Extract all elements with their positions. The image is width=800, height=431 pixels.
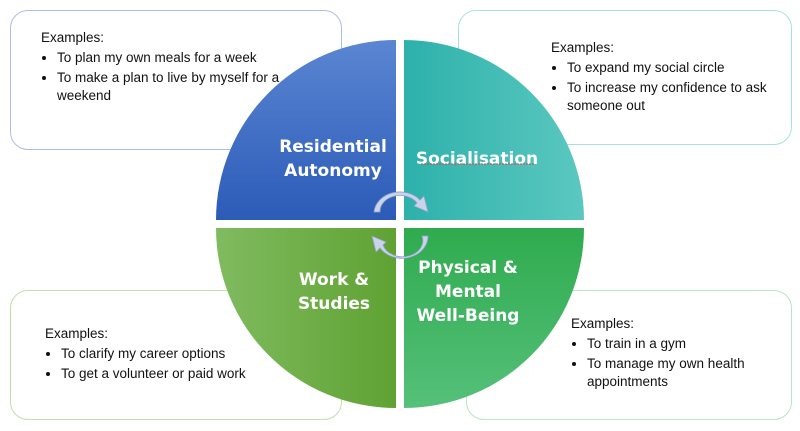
quadrant-residential — [216, 40, 396, 220]
quadrant-label-health: Well-Being — [417, 306, 520, 326]
quadrant-label-health: Physical & — [418, 258, 518, 278]
example-item: To plan my own meals for a week — [57, 49, 297, 67]
quadrant-work — [216, 228, 396, 408]
quadrant-label-work: Work & — [299, 270, 369, 290]
cycle-arrow-bottom-icon — [371, 235, 429, 259]
quadrant-health — [404, 228, 584, 408]
examples-heading: Examples: — [571, 316, 635, 331]
cycle-arrow-top-icon — [373, 191, 429, 213]
quadrant-label-residential: Residential — [279, 137, 387, 157]
quadrant-socialisation — [404, 40, 584, 220]
example-item: To increase my confidence to ask someone… — [567, 79, 777, 115]
example-item: To expand my social circle — [567, 59, 777, 77]
examples-heading: Examples: — [45, 326, 109, 341]
examples-heading: Examples: — [551, 40, 615, 55]
examples-heading: Examples: — [41, 30, 105, 45]
example-item: To clarify my career options — [61, 345, 341, 363]
example-item: To get a volunteer or paid work — [61, 365, 341, 383]
example-item: To train in a gym — [587, 335, 787, 353]
example-item: To make a plan to live by myself for a w… — [57, 69, 297, 105]
quadrant-label-work: Studies — [298, 294, 370, 314]
quadrant-label-health: Mental — [435, 282, 501, 302]
quadrant-label-residential: Autonomy — [284, 161, 382, 181]
quadrant-label-socialisation: Socialisation — [416, 149, 538, 169]
example-item: To manage my own health appointments — [587, 355, 787, 391]
